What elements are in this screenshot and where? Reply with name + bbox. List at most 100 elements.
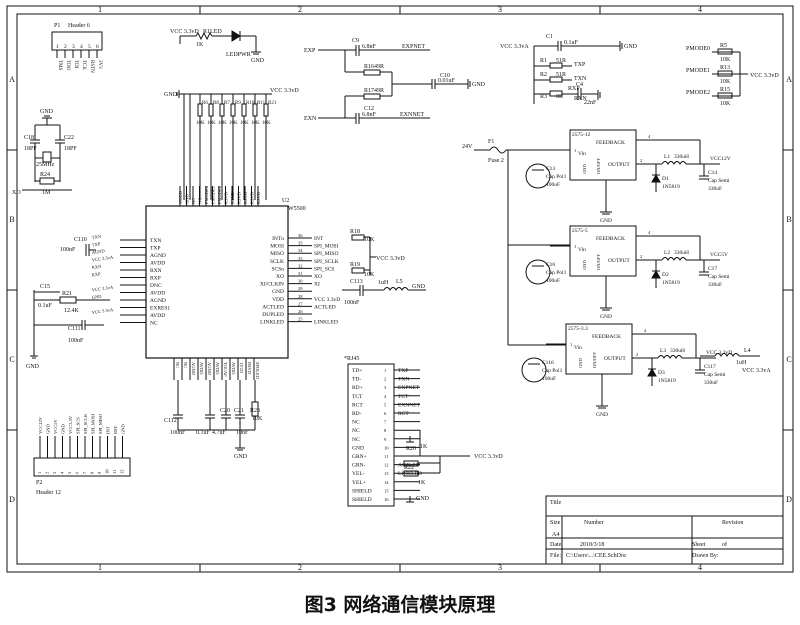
header12-net-label: SPI_MOSI bbox=[91, 413, 96, 434]
pullup-ref: R6 bbox=[202, 101, 208, 106]
regulator-onoff-pin: ON/OFF bbox=[596, 253, 601, 270]
header12-net-label: SPI_SCLK bbox=[83, 413, 88, 434]
w5500-left-pin-name: TXN bbox=[150, 238, 161, 244]
regulator-cin bbox=[525, 259, 551, 285]
c10-ref: C10 bbox=[440, 73, 450, 79]
pmode2-label: PMODE2 bbox=[686, 90, 710, 96]
crystal-r24-val: 1M bbox=[42, 190, 51, 196]
r15-ref: R15 bbox=[720, 87, 730, 93]
number-label: Number bbox=[584, 520, 604, 526]
ethernet-filter: EXP EXN EXPNET EXNNET C9 6.8nF C12 6.8nF… bbox=[304, 38, 486, 124]
left-passives: C110 100nF C15 0.1uF R21 12.4K C111 100n… bbox=[26, 237, 110, 370]
rj45-pin-name: NC bbox=[352, 437, 360, 443]
regulator-cout-ref: C17 bbox=[708, 266, 717, 272]
regulator-pin-fb: 4 bbox=[648, 230, 651, 235]
header6-pin-num: 5 bbox=[88, 44, 91, 50]
c4-val: 22nF bbox=[584, 100, 597, 106]
pullup-ref: R8 bbox=[213, 101, 219, 106]
w5500-right-pin-num: 31 bbox=[298, 271, 303, 276]
w5500-left-pin-name: AGND bbox=[150, 253, 166, 259]
pullup-val: 10K bbox=[240, 121, 249, 126]
rj45-pin-name: RD- bbox=[352, 411, 362, 417]
header6-ref: P1 bbox=[54, 23, 60, 29]
frame-col-1: 1 bbox=[98, 5, 102, 14]
crystal-c22-val: 18PF bbox=[64, 146, 77, 152]
c15-val: 0.1uF bbox=[38, 303, 53, 309]
rj45-net: LINKLED bbox=[398, 471, 422, 477]
regulator-diode-val: 1N5819 bbox=[662, 280, 680, 286]
rj45-pin-name: YEL- bbox=[352, 471, 365, 477]
w5500-bottom-pin-name: TOCAP bbox=[223, 362, 228, 377]
l5-val: 1uH bbox=[378, 280, 389, 286]
r21-val: 12.4K bbox=[64, 308, 80, 314]
regulator-inductor bbox=[661, 257, 687, 261]
header6-pin-num: 1 bbox=[56, 44, 59, 50]
regulator-pin-out: 2 bbox=[640, 158, 642, 163]
regulator-diode-val: 1N5819 bbox=[662, 184, 680, 190]
c10-val: 0.01uF bbox=[438, 78, 456, 84]
w5500-left-net: TXN bbox=[91, 234, 102, 240]
rj45-net: TXP bbox=[398, 368, 408, 374]
regulator-cin-val: 100uF bbox=[546, 278, 560, 284]
regulator-pin-in: 1 bbox=[574, 244, 576, 249]
w5500-left-pin-name: RXP bbox=[150, 276, 161, 282]
header6-net-label: 3V3 bbox=[97, 60, 102, 69]
regulator-cin bbox=[525, 163, 551, 189]
regulator-cout-ref: C14 bbox=[708, 170, 717, 176]
header12-pin-num: 8 bbox=[90, 471, 95, 474]
w5500-right-net: ACTLED bbox=[314, 304, 336, 310]
exnnet-label: EXNNET bbox=[400, 112, 424, 118]
l4-ref: L4 bbox=[744, 348, 751, 354]
pullup-val: 10K bbox=[218, 121, 227, 126]
date-value: 2018/3/18 bbox=[580, 542, 604, 548]
vcc-a-out: VCC 3.3vA bbox=[742, 368, 771, 374]
bottom-caps: C112 100nF C20 4.7uF C21 10nF R23 10K 0.… bbox=[164, 380, 263, 460]
led-vcc: VCC 3.3vD bbox=[170, 29, 199, 35]
pullup-val: 10K bbox=[196, 121, 205, 126]
bottom-extra-cap: 0.1uF bbox=[196, 430, 211, 436]
term-net-txp: TXP bbox=[574, 62, 586, 68]
r1-ref: R1 bbox=[540, 58, 547, 64]
pullup-ref: R7 bbox=[224, 101, 230, 106]
w5500-left-pin-name: AGND bbox=[150, 298, 166, 304]
w5500-right-net: XO bbox=[314, 274, 322, 280]
w5500-right-pin-num: 36 bbox=[298, 233, 303, 238]
regulator-cin-type: Cap Pol1 bbox=[546, 174, 567, 180]
c15-ref: C15 bbox=[40, 284, 50, 290]
w5500-top-pin-name: RSVD bbox=[256, 191, 261, 204]
w5500-right-net: XI bbox=[314, 282, 320, 288]
header12-net-label: GND bbox=[46, 424, 51, 434]
r13-ref: R13 bbox=[720, 65, 730, 71]
regulator-cin-type: Cap Pol1 bbox=[546, 270, 567, 276]
c112-val: 100nF bbox=[170, 430, 186, 436]
r18-val: 10K bbox=[364, 237, 375, 243]
r22-val: 1K bbox=[418, 480, 426, 486]
w5500-right-pin-num: 27 bbox=[298, 301, 303, 306]
w5500-top-pin-name: PMODE0 bbox=[204, 185, 209, 204]
header12-net-label: VCC3.3V bbox=[68, 415, 73, 434]
w5500-left-pin-name: AVDD bbox=[150, 261, 165, 267]
rj45-pin-num: 13 bbox=[384, 471, 389, 476]
crystal-r24-ref: R24 bbox=[40, 172, 50, 178]
rj45-pin-name: RCT bbox=[352, 402, 363, 408]
w5500-left-pin-name: AVDD bbox=[150, 291, 165, 297]
frame-row-b-right: B bbox=[786, 215, 791, 224]
w5500-top-pin-name: VDDD bbox=[178, 190, 183, 204]
exp-label: EXP bbox=[304, 48, 316, 54]
power-supply: 24V F1 Fuse 2 2575-12FEEDBACKVinOUTPUT14… bbox=[462, 129, 771, 418]
w5500-right-net: SPI_SCS bbox=[314, 266, 335, 272]
frame-row-a: A bbox=[9, 75, 15, 84]
w5500-left-net: VCC 3.3vA bbox=[91, 284, 114, 292]
w5500-top-pin-name: PMODE1 bbox=[211, 186, 216, 204]
r16-val: 49R bbox=[374, 64, 384, 70]
w5500-bottom-pin-name: AVDD bbox=[215, 362, 220, 375]
frame-row-a-right: A bbox=[786, 75, 792, 84]
w5500-bottom-pin-name: RSVD bbox=[247, 362, 252, 375]
regulator-vout: VCC5V bbox=[710, 252, 728, 258]
date-label: Date: bbox=[550, 542, 563, 548]
w5500-right-pin-num: 28 bbox=[298, 294, 303, 299]
rj45-pin-num: 9 bbox=[384, 437, 387, 442]
pullup-gnd: GND bbox=[164, 92, 178, 98]
rj45-net: TCT bbox=[398, 394, 409, 400]
